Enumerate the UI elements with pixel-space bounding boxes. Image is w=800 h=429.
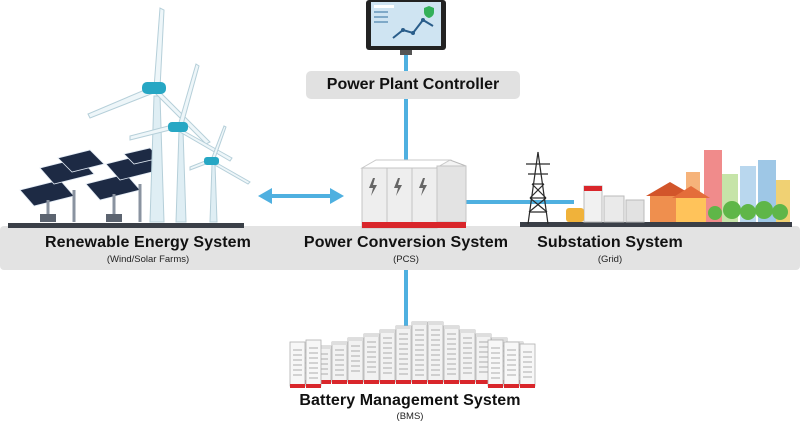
substation-title: Substation System	[537, 234, 683, 251]
bms-title: Battery Management System	[299, 392, 521, 409]
power-plant-controller-label: Power Plant Controller	[306, 71, 520, 99]
bms-subtitle: (BMS)	[396, 411, 424, 422]
city-skyline-icon	[566, 150, 790, 223]
substation-subtitle: (Grid)	[597, 254, 623, 265]
battery-racks-icon	[289, 321, 536, 388]
renewable-energy-title: Renewable Energy System	[45, 234, 251, 251]
connector-lines	[258, 55, 574, 330]
pcs-title: Power Conversion System	[303, 234, 509, 251]
renewable-energy-subtitle: (Wind/Solar Farms)	[106, 254, 190, 265]
pcs-subtitle: (PCS)	[393, 254, 419, 265]
transmission-tower-icon	[526, 151, 550, 225]
wind-turbines-icon	[87, 7, 251, 223]
monitor-icon	[366, 0, 446, 55]
solar-panels-icon	[19, 147, 161, 222]
ground-platform	[0, 222, 800, 270]
pcs-cabinets-icon	[360, 159, 467, 229]
